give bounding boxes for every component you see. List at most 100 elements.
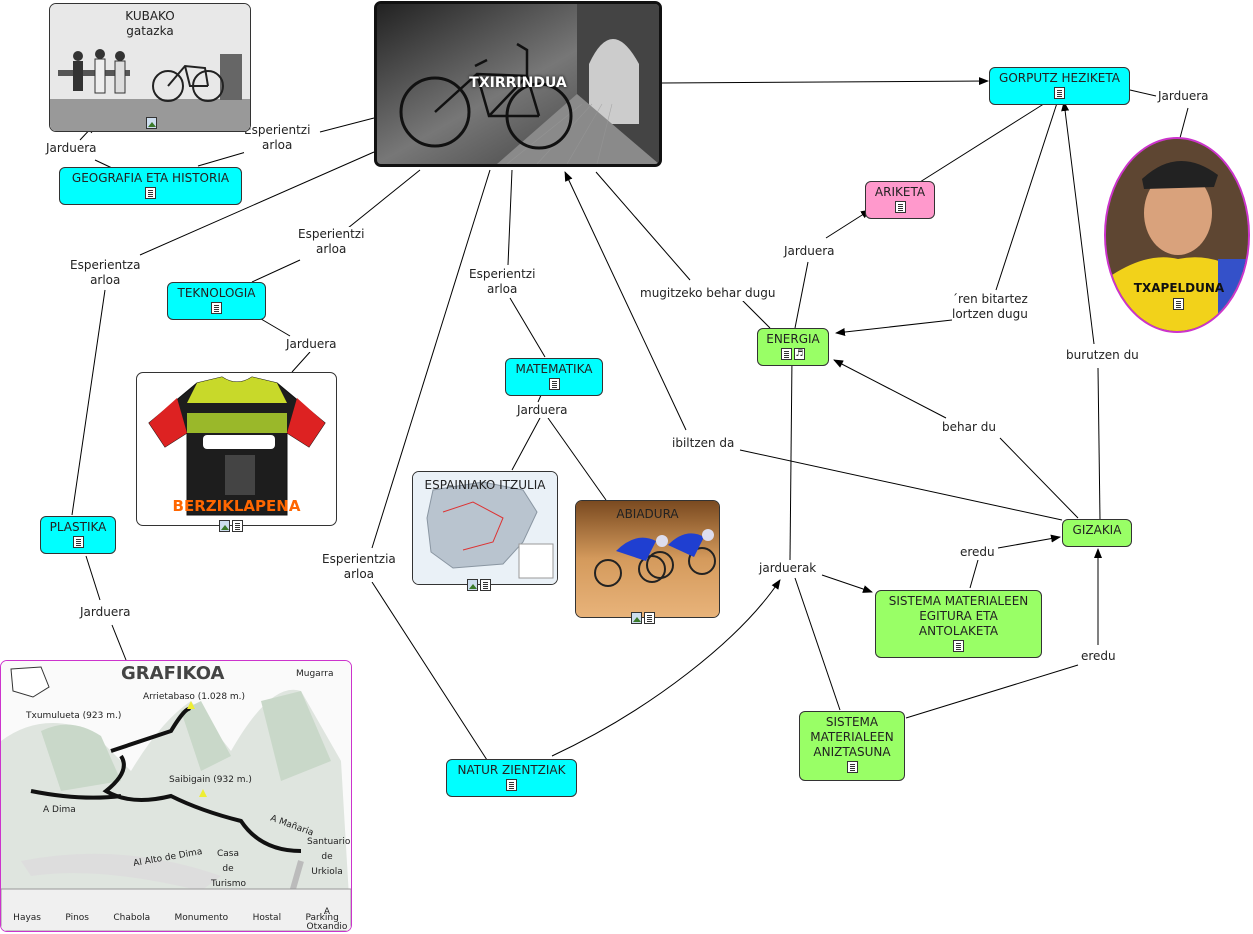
document-resource-icon[interactable] xyxy=(211,302,222,314)
link-line xyxy=(1129,89,1157,97)
link-label: Esperientzi arloa xyxy=(469,267,536,297)
document-resource-icon[interactable] xyxy=(1173,298,1184,310)
link-line xyxy=(547,417,607,501)
document-resource-icon[interactable] xyxy=(72,536,84,548)
kubako-title-line1: KUBAKO xyxy=(125,9,175,23)
document-resource-icon[interactable] xyxy=(1054,87,1065,99)
abiadura-title: ABIADURA xyxy=(616,507,679,521)
geografia-eta-historia-node[interactable]: GEOGRAFIA ETA HISTORIA xyxy=(59,167,242,205)
espainiako-itzulia-node[interactable]: ESPAINIAKO ITZULIA xyxy=(412,471,558,585)
peak-label: Arrietabaso (1.028 m.) xyxy=(143,692,246,702)
bicycle-street-image xyxy=(377,4,659,164)
link-line xyxy=(507,169,513,266)
link-label: Esperientzi arloa xyxy=(298,227,365,257)
image-resource-icon[interactable] xyxy=(467,579,478,591)
sistema-materialeen-egitura-node[interactable]: SISTEMA MATERIALEEN EGITURA ETA ANTOLAKE… xyxy=(875,590,1042,658)
document-resource-icon[interactable] xyxy=(953,640,964,652)
berziklapena-resources xyxy=(218,518,244,532)
link-label-text: Esperientzi xyxy=(298,227,365,241)
espainiako-title: ESPAINIAKO ITZULIA xyxy=(424,478,546,492)
energia-node[interactable]: ENERGIA ♬ xyxy=(757,328,829,366)
link-label-text: Esperientzi xyxy=(469,267,536,281)
document-resource-icon[interactable] xyxy=(480,579,491,591)
map-legend: Hayas Pinos Chabola Monumento Hostal Par… xyxy=(1,911,351,926)
cycling-jersey-image xyxy=(148,376,326,516)
link-line xyxy=(347,169,421,229)
legend-item: Hayas xyxy=(13,913,41,923)
place-label: A Otxandio xyxy=(306,907,348,932)
link-line xyxy=(139,151,375,256)
place-label: A Dima xyxy=(43,805,76,815)
link-label-text: Esperientzi xyxy=(244,123,311,137)
peak-label: Txumulueta (923 m.) xyxy=(26,711,122,721)
grafikoa-title: GRAFIKOA xyxy=(121,663,225,684)
link-label-text: arloa xyxy=(487,282,518,296)
node-label: ANTOLAKETA xyxy=(918,624,999,638)
link-line xyxy=(794,261,809,329)
node-label: SISTEMA xyxy=(825,715,879,729)
peak-label: Mugarra xyxy=(296,669,334,679)
node-label: GEOGRAFIA ETA HISTORIA xyxy=(71,171,230,185)
link-line xyxy=(371,169,491,549)
link-line xyxy=(564,171,687,431)
matematika-node[interactable]: MATEMATIKA xyxy=(505,358,603,396)
document-resource-icon[interactable] xyxy=(548,378,560,390)
document-resource-icon[interactable] xyxy=(145,187,156,199)
document-resource-icon[interactable] xyxy=(644,612,655,624)
txapelduna-node[interactable]: TXAPELDUNA xyxy=(1104,137,1250,333)
image-resource-icon[interactable] xyxy=(631,612,642,624)
txapelduna-title: TXAPELDUNA xyxy=(1133,281,1225,295)
node-label: EGITURA ETA xyxy=(919,609,998,623)
link-line xyxy=(595,171,691,281)
image-resource-icon[interactable] xyxy=(219,520,230,532)
link-line xyxy=(1061,101,1095,345)
node-label: MATERIALEEN xyxy=(810,730,894,744)
link-label: eredu xyxy=(960,545,995,560)
activity-resource-icon[interactable]: ♬ xyxy=(794,348,805,360)
document-resource-icon[interactable] xyxy=(894,201,906,213)
natur-zientziak-node[interactable]: NATUR ZIENTZIAK xyxy=(446,759,577,797)
link-line xyxy=(197,151,247,167)
link-line xyxy=(291,351,311,373)
berziklapena-title: BERZIKLAPENA xyxy=(172,497,301,515)
link-label-text: lortzen dugu xyxy=(952,307,1028,321)
gorputz-heziketa-node[interactable]: GORPUTZ HEZIKETA xyxy=(989,67,1130,105)
link-line xyxy=(739,297,771,329)
link-label: jarduerak xyxy=(759,561,817,576)
link-label-text: Esperientza xyxy=(70,258,141,272)
sistema-materialeen-aniztasuna-node[interactable]: SISTEMA MATERIALEEN ANIZTASUNA xyxy=(799,711,905,781)
berziklapena-node[interactable]: BERZIKLAPENA xyxy=(136,372,337,526)
document-resource-icon[interactable] xyxy=(506,779,517,791)
link-label: behar du xyxy=(942,420,996,435)
abiadura-node[interactable]: ABIADURA xyxy=(575,500,720,618)
link-label: Jarduera xyxy=(1158,89,1209,104)
document-resource-icon[interactable] xyxy=(232,520,243,532)
kubako-gatazka-node[interactable]: KUBAKO gatazka xyxy=(49,3,251,132)
place-label: Casa de Turismo xyxy=(211,849,246,889)
link-line xyxy=(905,664,1079,719)
teknologia-node[interactable]: TEKNOLOGIA xyxy=(167,282,266,320)
link-label: Jarduera xyxy=(80,605,131,620)
node-label: PLASTIKA xyxy=(49,520,107,534)
link-line xyxy=(111,624,127,661)
document-resource-icon[interactable] xyxy=(781,348,792,360)
link-label: Jarduera xyxy=(286,337,337,352)
plastika-node[interactable]: PLASTIKA xyxy=(40,516,116,554)
node-label: NATUR ZIENTZIAK xyxy=(457,763,566,777)
link-line xyxy=(661,77,989,86)
image-resource-icon[interactable] xyxy=(146,117,157,129)
link-line xyxy=(509,297,546,358)
document-resource-icon[interactable] xyxy=(846,761,858,773)
gizakia-node[interactable]: GIZAKIA xyxy=(1062,519,1132,547)
link-line xyxy=(997,534,1061,549)
link-label-text: ´ren bitartez xyxy=(952,292,1028,306)
link-line xyxy=(794,577,841,711)
link-line xyxy=(919,99,1051,183)
link-line xyxy=(833,359,947,419)
grafikoa-node[interactable]: GRAFIKOA Mugarra Arrietabaso (1.028 m.) … xyxy=(0,660,352,932)
node-label: MATEMATIKA xyxy=(515,362,593,376)
txirrindua-node[interactable]: TXIRRINDUA xyxy=(374,1,662,167)
kubako-title-line2: gatazka xyxy=(126,24,174,38)
ariketa-node[interactable]: ARIKETA xyxy=(865,181,935,219)
